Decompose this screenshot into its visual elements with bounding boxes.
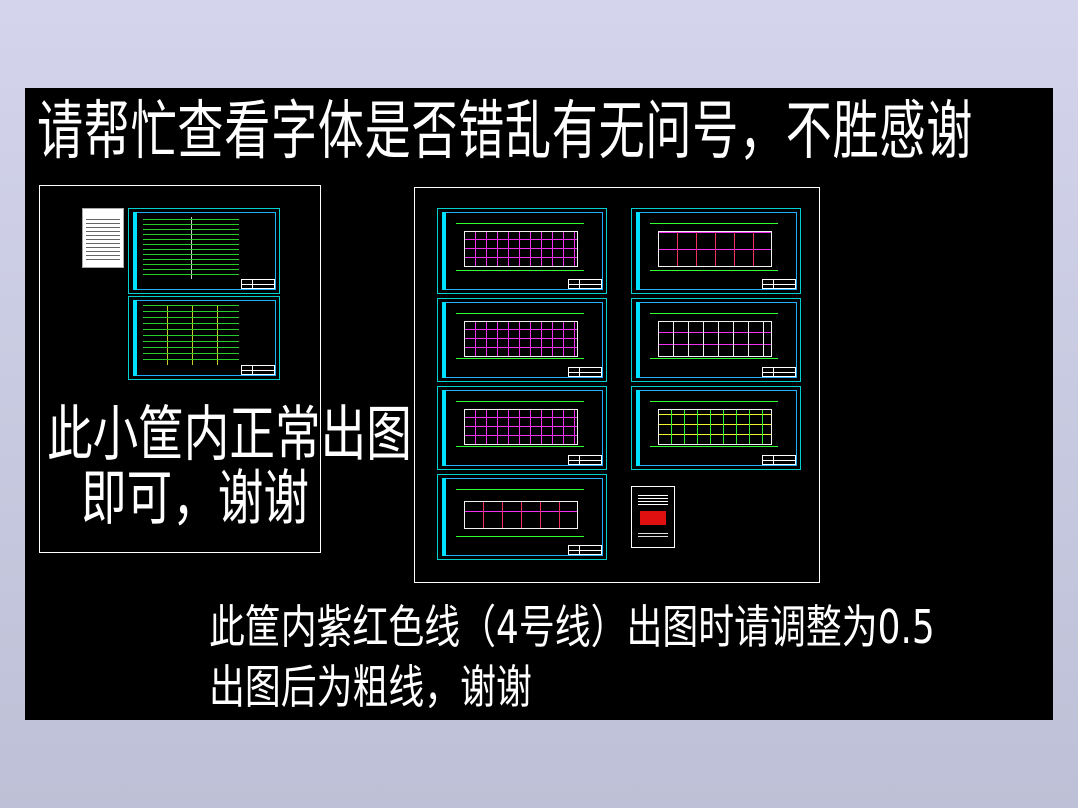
- floor-plan-drawing: [464, 231, 578, 267]
- title-block: [568, 367, 602, 377]
- legend-sheet[interactable]: [631, 486, 675, 548]
- legend-text: [638, 495, 668, 507]
- roof-plan-sheet[interactable]: [437, 474, 607, 560]
- sheet-binding-strip: [442, 212, 446, 290]
- dimension-line: [650, 313, 778, 314]
- floor-plan-sheet[interactable]: [631, 208, 801, 294]
- sheet-binding-strip: [442, 302, 446, 378]
- dimension-line: [650, 401, 778, 402]
- floor-plan-sheet[interactable]: [631, 386, 801, 470]
- title-block: [762, 367, 796, 377]
- dimension-line: [456, 223, 584, 224]
- cover-text-lines: [86, 219, 120, 263]
- dimension-line: [650, 223, 778, 224]
- schedule-table: [143, 217, 239, 279]
- title-block: [241, 279, 275, 289]
- sheet-binding-strip: [636, 212, 640, 290]
- title-block: [762, 279, 796, 289]
- sheet-system-diagram[interactable]: [128, 296, 280, 380]
- title-block: [568, 455, 602, 465]
- dimension-line: [456, 536, 584, 537]
- right-note-line-2: 出图后为粗线，谢谢: [209, 660, 532, 714]
- left-note-line-1: 此小筐内正常出图: [47, 400, 412, 470]
- floor-plan-drawing: [658, 409, 772, 445]
- system-diagram: [143, 305, 239, 365]
- left-note-line-2: 即可，谢谢: [81, 464, 309, 534]
- floor-plan-drawing: [658, 231, 772, 267]
- legend-footer-text: [638, 531, 668, 539]
- roof-plan-drawing: [464, 501, 578, 529]
- floor-plan-drawing: [464, 321, 578, 357]
- cad-drawing-canvas[interactable]: 请帮忙查看字体是否错乱有无问号，不胜感谢: [25, 88, 1053, 720]
- sheet-design-notes[interactable]: [128, 208, 280, 294]
- floor-plan-sheet[interactable]: [437, 386, 607, 470]
- title-block: [241, 365, 275, 375]
- dimension-line: [456, 270, 584, 271]
- sheet-binding-strip: [442, 390, 446, 466]
- title-block: [568, 545, 602, 555]
- dimension-line: [650, 270, 778, 271]
- dimension-line: [456, 401, 584, 402]
- dimension-line: [650, 446, 778, 447]
- dimension-line: [456, 313, 584, 314]
- drawing-title-text: 请帮忙查看字体是否错乱有无问号，不胜感谢: [37, 95, 974, 169]
- drawing-cover-sheet[interactable]: [82, 208, 124, 268]
- right-note-line-1: 此筐内紫红色线（4号线）出图时请调整为0.5: [209, 600, 935, 654]
- right-selection-box: [414, 187, 820, 583]
- dimension-line: [456, 489, 584, 490]
- sheet-binding-strip: [636, 390, 640, 466]
- legend-red-block: [640, 511, 666, 525]
- title-block: [568, 279, 602, 289]
- floor-plan-sheet[interactable]: [437, 208, 607, 294]
- left-selection-box: [39, 185, 321, 553]
- sheet-binding-strip: [442, 478, 446, 556]
- dimension-line: [650, 358, 778, 359]
- sheet-binding-strip: [133, 300, 137, 376]
- title-block: [762, 455, 796, 465]
- floor-plan-sheet[interactable]: [437, 298, 607, 382]
- floor-plan-drawing: [658, 321, 772, 357]
- sheet-binding-strip: [133, 212, 137, 290]
- dimension-line: [456, 446, 584, 447]
- floor-plan-sheet[interactable]: [631, 298, 801, 382]
- sheet-binding-strip: [636, 302, 640, 378]
- floor-plan-drawing: [464, 409, 578, 445]
- dimension-line: [456, 358, 584, 359]
